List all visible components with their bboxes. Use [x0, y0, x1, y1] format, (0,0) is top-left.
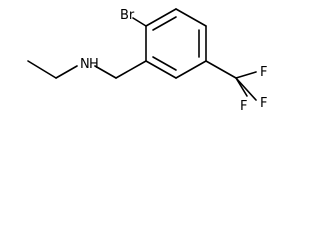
ring-bond-c1-c2 [145, 8, 177, 27]
ring-bond-c5-c6 [145, 60, 177, 79]
chemical-structure-diagram: Br N H F F F [27, 8, 267, 114]
bromine-label: Br [120, 8, 135, 23]
amine-hydrogen-label: H [89, 57, 99, 72]
bond-c-f3 [235, 77, 257, 101]
ring-bond-c4-c5 [175, 60, 207, 79]
benzene-ring [145, 8, 207, 79]
ring-double-bond-c5-c6 [152, 56, 177, 71]
bond-ch2-n [94, 65, 117, 79]
fluorine-label-2: F [240, 99, 247, 114]
bond-ethyl-ch3 [27, 60, 57, 79]
nitrogen-label: N [80, 57, 90, 72]
bond-c4-cf3 [205, 60, 237, 79]
fluorine-label-3: F [260, 96, 267, 111]
bond-c6-ch2 [115, 60, 147, 79]
fluorine-label-1: F [260, 65, 267, 80]
ring-bond-c2-c3 [175, 8, 207, 27]
bond-c-f1 [235, 71, 257, 79]
bond-c1-br [132, 17, 147, 27]
ring-double-bond-c1-c2 [152, 16, 177, 31]
bond-n-ch2-ethyl [55, 65, 78, 79]
